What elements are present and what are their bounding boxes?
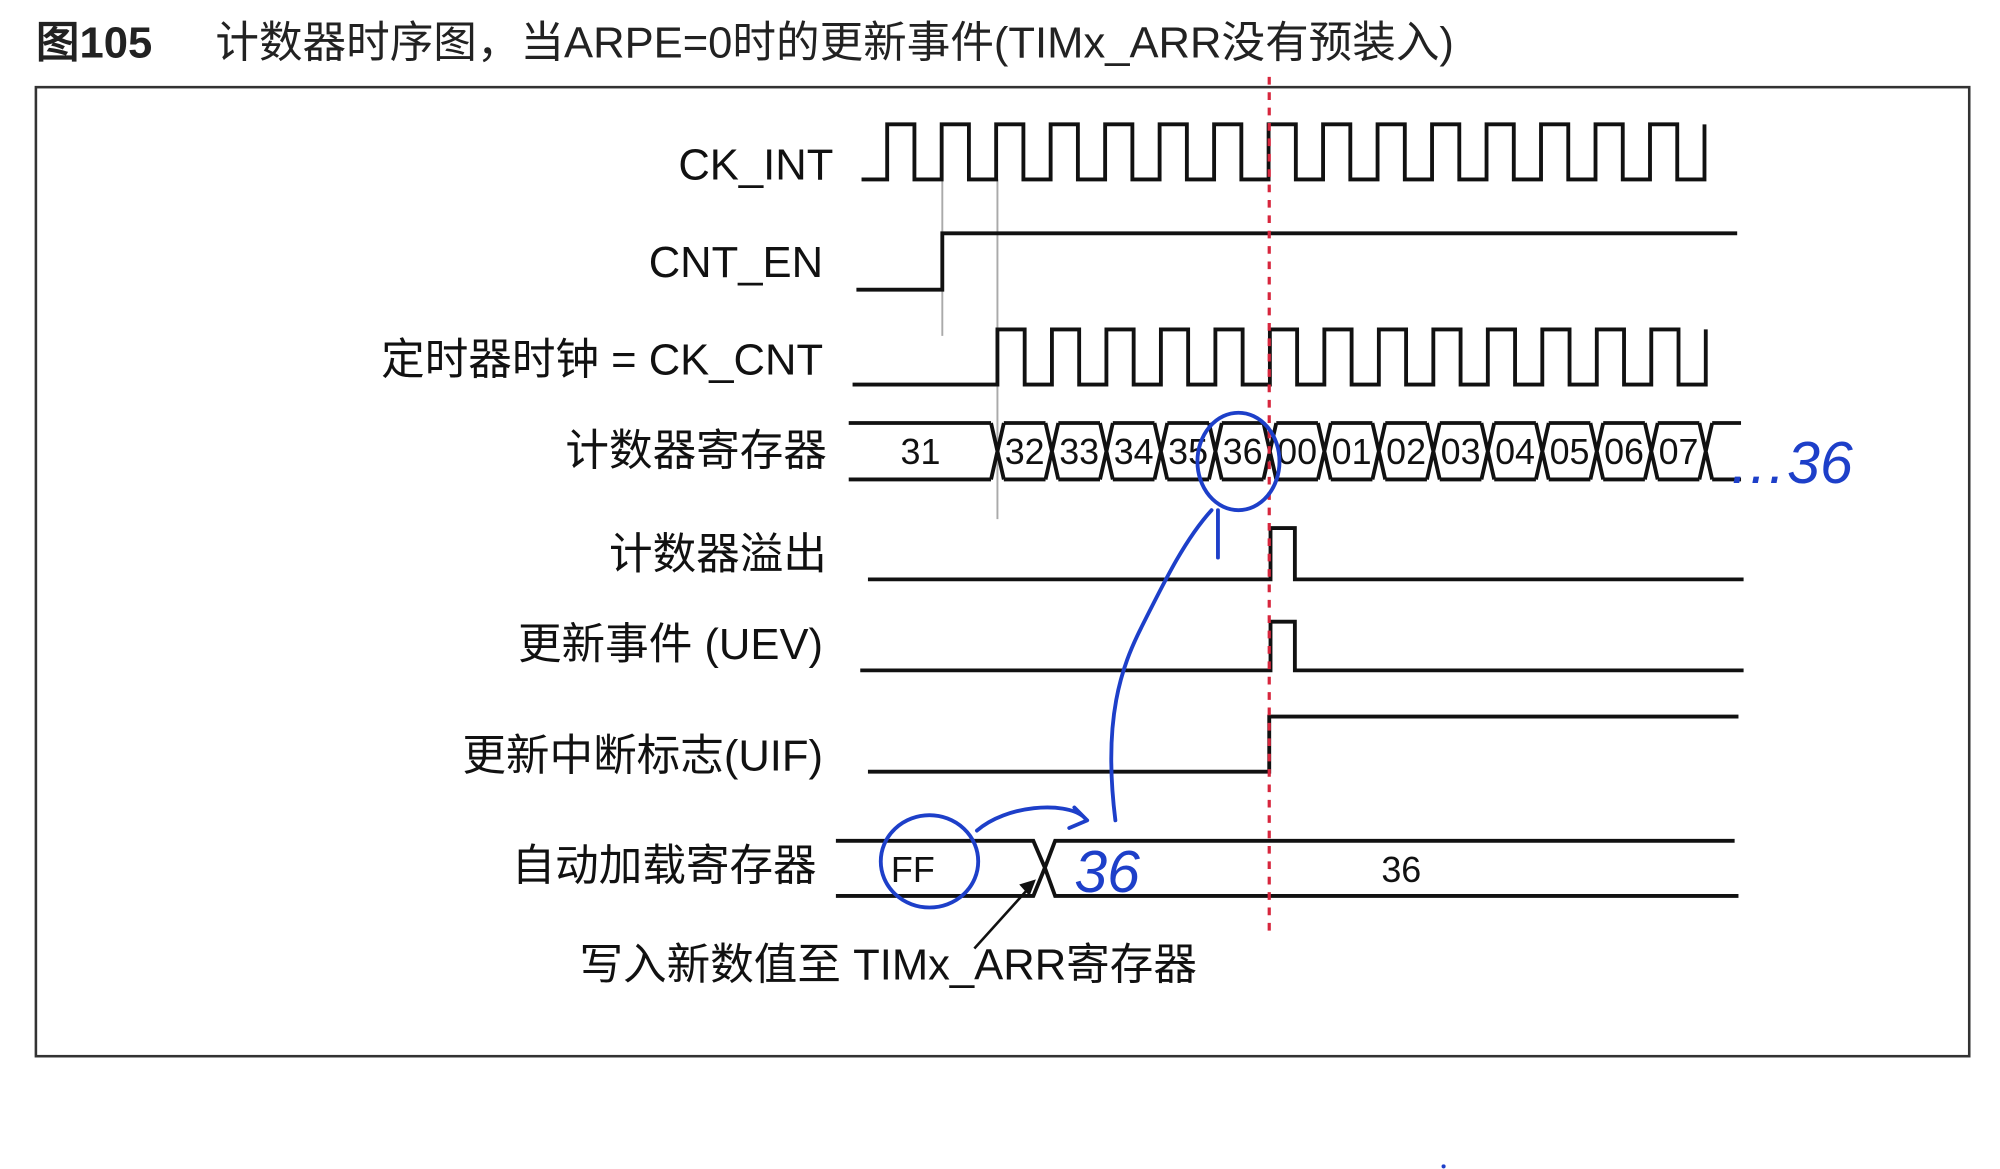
label-counter-overflow: 计数器溢出 [609, 531, 827, 579]
label-auto-reload-register: 自动加载寄存器 [512, 843, 817, 891]
handwritten-circle-36 [1195, 410, 1282, 513]
counter-value: 34 [1114, 432, 1154, 472]
waveform-ck-int [861, 122, 1707, 182]
write-arrow-line [973, 883, 1034, 950]
stray-ink-dot [1441, 1164, 1446, 1169]
label-ck-int: CK_INT [678, 141, 833, 189]
arr-value-new: 36 [1381, 850, 1421, 890]
handwritten-arr-36: 36 [1074, 840, 1140, 905]
counter-value: 31 [901, 432, 941, 472]
counter-value: 36 [1223, 432, 1263, 472]
counter-value: 07 [1659, 432, 1699, 472]
handwritten-counter-tail: …36 [1728, 431, 1853, 496]
counter-value: 05 [1550, 432, 1590, 472]
label-counter-register: 计数器寄存器 [565, 427, 827, 475]
counter-value: 04 [1495, 432, 1535, 472]
waveform-update-event [860, 619, 1744, 673]
waveform-ck-cnt [852, 327, 1708, 387]
figure-caption: 计数器时序图，当ARPE=0时的更新事件(TIMx_ARR没有预装入) [215, 20, 1454, 68]
label-update-flag: 更新中断标志(UIF) [462, 732, 823, 780]
counter-value: 32 [1005, 432, 1045, 472]
label-ck-cnt: 定时器时钟 = CK_CNT [381, 336, 823, 384]
waveform-auto-reload-register [835, 838, 1739, 898]
counter-value: 01 [1332, 432, 1372, 472]
counter-bus-outline [848, 421, 1742, 482]
figure-number: 图105 [36, 20, 152, 68]
waveform-counter-overflow [867, 526, 1744, 582]
counter-value: 33 [1059, 432, 1099, 472]
diagram-frame [34, 85, 1971, 1058]
handwritten-link-line [1109, 508, 1220, 823]
handwritten-circle-ff [878, 813, 981, 910]
handwritten-arrow-ff-to-36 [975, 805, 1090, 833]
label-update-event: 更新事件 (UEV) [518, 621, 823, 669]
label-cnt-en: CNT_EN [649, 239, 823, 287]
counter-value: 00 [1277, 432, 1317, 472]
counter-value: 03 [1441, 432, 1481, 472]
arr-value-old: FF [891, 850, 935, 890]
counter-value: 02 [1386, 432, 1426, 472]
counter-value: 06 [1604, 432, 1644, 472]
waveform-cnt-en [856, 231, 1738, 292]
write-arrow-head [1019, 879, 1036, 896]
waveform-update-flag [867, 714, 1739, 774]
write-note: 写入新数值至 TIMx_ARR寄存器 [579, 941, 1196, 989]
